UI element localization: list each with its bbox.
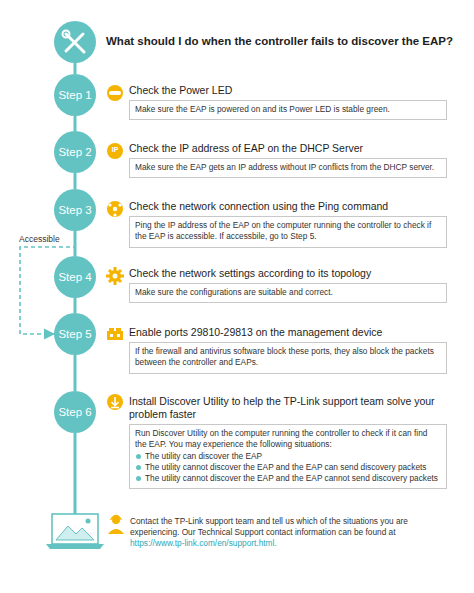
network-icon	[107, 201, 123, 217]
step-content: Check the IP address of EAP on the DHCP …	[129, 142, 447, 178]
step-number: Step 2	[58, 146, 91, 158]
support-url: https://www.tp-link.com/en/support.html.	[130, 538, 277, 548]
step-number: Step 6	[58, 406, 91, 418]
step-content: Check the network settings according to …	[129, 267, 447, 303]
step-heading: Enable ports 29810-29813 on the manageme…	[129, 326, 447, 339]
step-content: Check the network connection using the P…	[129, 200, 447, 248]
body-box: Make sure the EAP gets an IP address wit…	[129, 158, 447, 178]
spine-line	[74, 433, 77, 516]
step-circle: Step 3	[54, 189, 96, 231]
step-heading: Check the network settings according to …	[129, 267, 447, 280]
contact-text: Contact the TP-Link support team and tel…	[130, 516, 408, 537]
bullet-item: The utility cannot discover the EAP and …	[135, 473, 441, 484]
bullet-item: The utility can discover the EAP	[135, 451, 441, 462]
body-box: Ping the IP address of the EAP on the co…	[129, 216, 447, 247]
step-content: Install Discover Utility to help the TP-…	[129, 395, 447, 489]
body-box: Make sure the configurations are suitabl…	[129, 283, 447, 303]
laptop-icon	[46, 514, 104, 549]
contact-note: Contact the TP-Link support team and tel…	[130, 516, 452, 550]
step-circle: Step 4	[54, 256, 96, 298]
download-icon	[107, 394, 123, 410]
port-icon	[107, 328, 123, 340]
tools-icon	[54, 21, 96, 63]
ip-icon	[107, 143, 123, 159]
body-box: Make sure the EAP is powered on and its …	[129, 100, 447, 120]
step-number: Step 5	[58, 328, 91, 340]
spine-connector	[74, 355, 77, 391]
body-box: If the firewall and antivirus software b…	[129, 342, 447, 373]
icon-label: IP	[107, 146, 123, 153]
step-heading: Check the Power LED	[129, 84, 447, 97]
step-body: If the firewall and antivirus software b…	[135, 346, 441, 368]
spine-connector	[74, 116, 77, 131]
step-circle: Step 6	[54, 391, 96, 433]
step-body: Run Discover Utility on the computer run…	[135, 428, 441, 450]
power-led-icon	[107, 85, 123, 101]
step-heading: Check the network connection using the P…	[129, 200, 447, 213]
step-number: Step 1	[58, 89, 91, 101]
body-box: Run Discover Utility on the computer run…	[129, 424, 447, 489]
step-circle: Step 2	[54, 131, 96, 173]
diagram-title: What should I do when the controller fai…	[106, 34, 468, 48]
step-body: Make sure the configurations are suitabl…	[135, 287, 441, 298]
step-heading: Install Discover Utility to help the TP-…	[129, 395, 447, 421]
step-body: Ping the IP address of the EAP on the co…	[135, 220, 441, 242]
step-content: Enable ports 29810-29813 on the manageme…	[129, 326, 447, 374]
step-circle: Step 1	[54, 74, 96, 116]
gear-icon	[106, 267, 124, 285]
spine-connector	[74, 173, 77, 189]
spine-connector	[74, 298, 77, 313]
support-icon	[108, 516, 124, 535]
step-content: Check the Power LED Make sure the EAP is …	[129, 84, 447, 120]
step-circle: Step 5	[54, 313, 96, 355]
step-number: Step 3	[58, 204, 91, 216]
step-body: Make sure the EAP gets an IP address wit…	[135, 162, 441, 173]
bullet-item: The utility cannot discover the EAP and …	[135, 462, 441, 473]
step-number: Step 4	[58, 271, 91, 283]
step-heading: Check the IP address of EAP on the DHCP …	[129, 142, 447, 155]
edge-label: Accessible	[18, 234, 61, 244]
step-body: Make sure the EAP is powered on and its …	[135, 104, 441, 115]
tools-icon	[63, 31, 85, 53]
